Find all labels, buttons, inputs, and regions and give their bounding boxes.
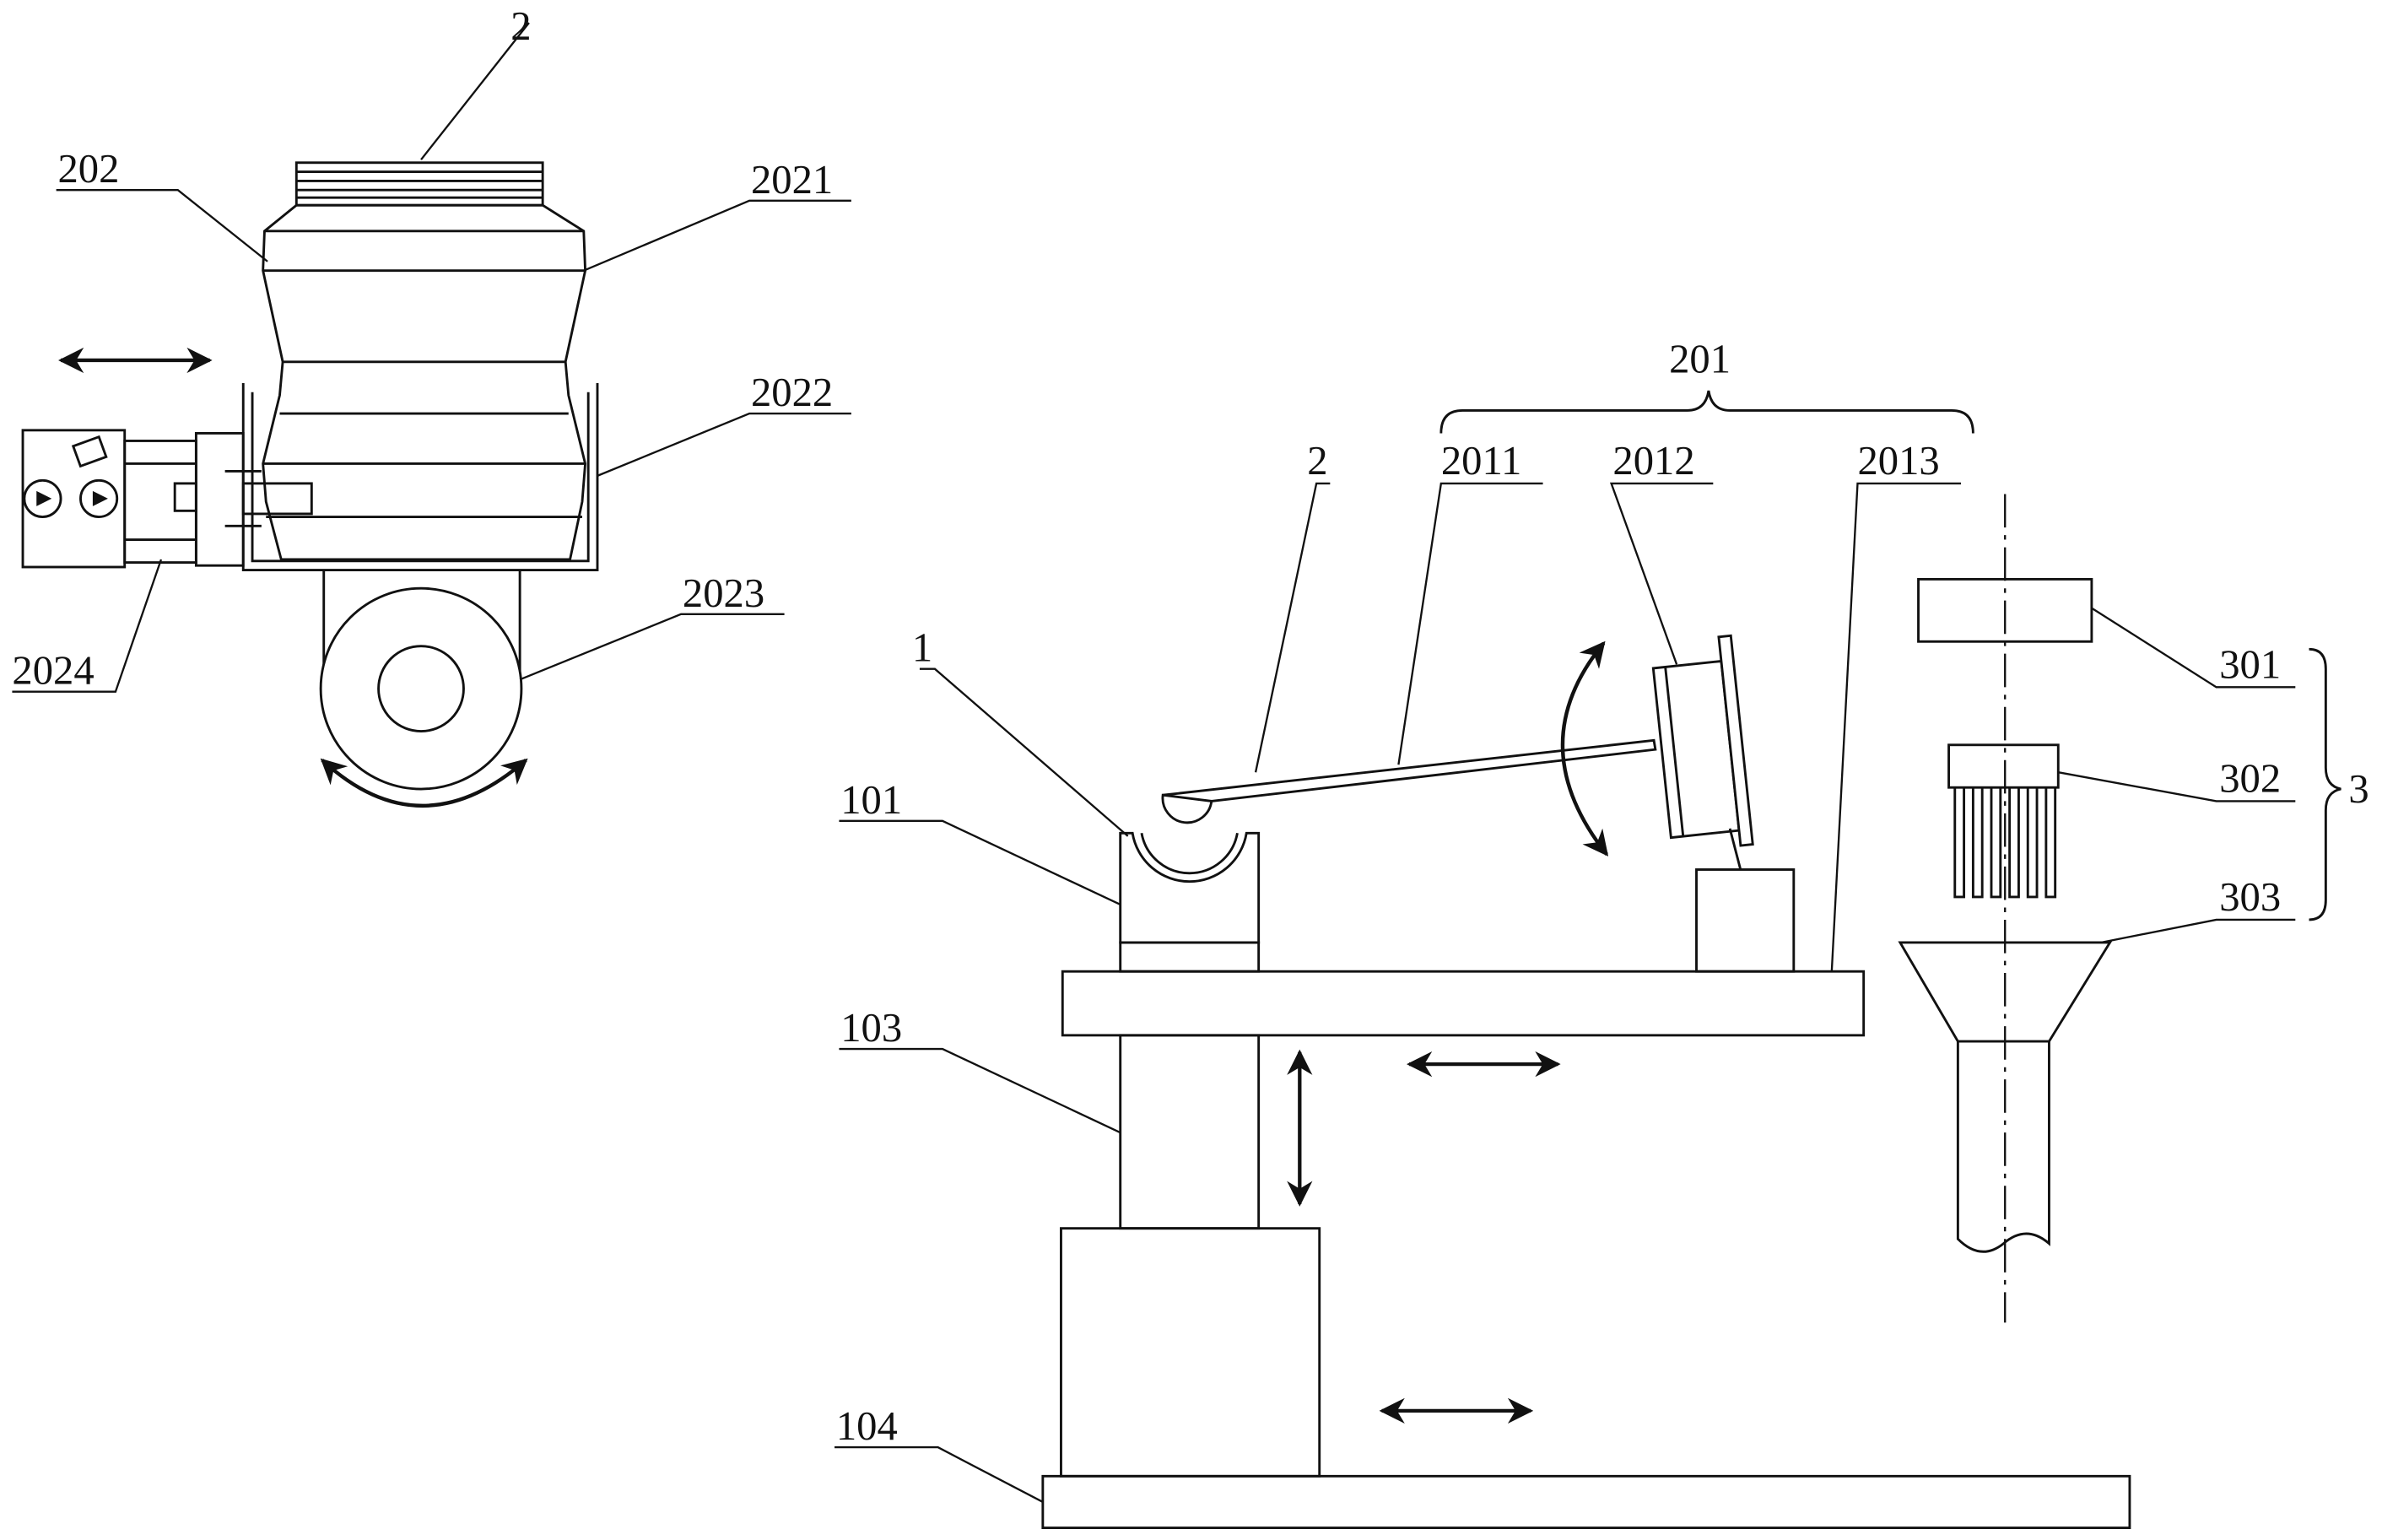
label-2013: 2013	[1857, 438, 1939, 484]
thread-cap	[296, 163, 543, 205]
label-2-side: 2	[1307, 438, 1327, 484]
container-assembly	[23, 163, 597, 806]
label-3: 3	[2348, 766, 2368, 812]
label-2024: 2024	[12, 648, 94, 694]
label-2012: 2012	[1612, 438, 1694, 484]
drive-head-2012	[1650, 635, 1753, 852]
base-104	[1043, 1476, 2130, 1527]
holder-base-101	[1121, 943, 1259, 971]
u-cradle-inner	[1142, 833, 1237, 873]
column-103	[1121, 1035, 1259, 1229]
label-201: 201	[1669, 336, 1731, 381]
slide-block	[1061, 1229, 1319, 1477]
label-202: 202	[57, 146, 119, 192]
label-1: 1	[912, 625, 932, 671]
brace-3	[2309, 649, 2341, 920]
holder-cup-2022	[243, 383, 597, 570]
support-block	[1697, 870, 1794, 972]
label-303: 303	[2219, 874, 2281, 920]
label-104: 104	[836, 1403, 898, 1449]
label-2011: 2011	[1441, 438, 1521, 484]
label-301: 301	[2219, 642, 2281, 688]
label-2021: 2021	[751, 157, 833, 203]
label-103: 103	[840, 1005, 902, 1051]
label-101: 101	[840, 777, 902, 823]
label-302: 302	[2219, 756, 2281, 802]
cylinder-actuator-2024	[23, 430, 311, 567]
u-cradle-1	[1121, 833, 1259, 943]
brace-201	[1441, 391, 1974, 433]
label-2023: 2023	[683, 570, 764, 616]
machine-frame	[1043, 635, 2130, 1527]
label-2-top: 2	[510, 3, 531, 49]
comb-302	[1949, 745, 2059, 897]
platform-2013	[1062, 971, 1863, 1035]
stirring-rod-2011	[1163, 740, 1656, 822]
rotary-bracket-2023	[321, 570, 521, 789]
label-2022: 2022	[751, 370, 833, 415]
